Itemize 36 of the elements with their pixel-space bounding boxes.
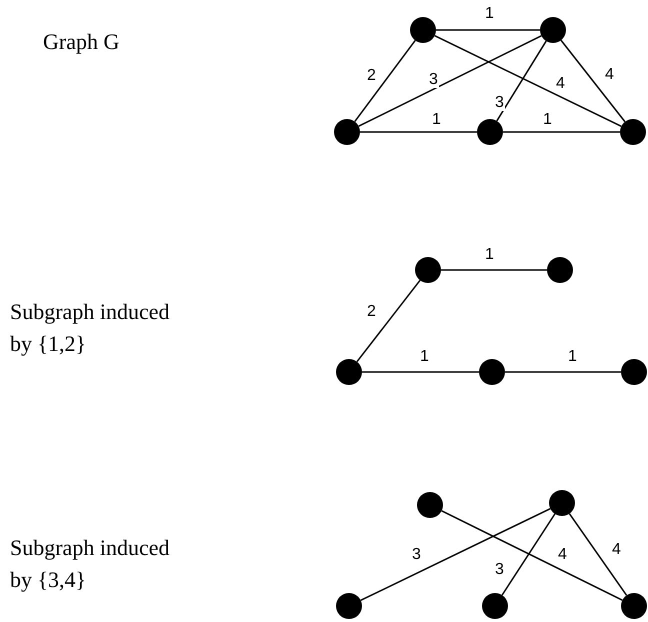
edge-line <box>434 35 622 127</box>
graph-vertex <box>620 119 646 145</box>
edge-line <box>354 40 416 122</box>
edge-line <box>441 510 623 601</box>
edge-line <box>358 35 542 127</box>
edge-line <box>436 29 540 31</box>
edge-line <box>360 131 477 133</box>
edge-line <box>501 513 556 596</box>
edge-line <box>360 508 551 602</box>
graph-vertex <box>336 359 362 385</box>
graph-caption: Subgraph induced by {1,2} <box>10 298 170 358</box>
graph-vertex <box>540 17 566 43</box>
graph-vertex <box>547 257 573 283</box>
graph-vertex <box>479 359 505 385</box>
edge-label: 3 <box>428 72 439 88</box>
graph-vertex <box>549 490 575 516</box>
edge-line <box>568 513 628 596</box>
edge-line <box>503 131 620 133</box>
edge-label: 3 <box>494 95 505 111</box>
edge-line <box>505 371 621 373</box>
graph-vertex <box>336 593 362 619</box>
edge-line <box>560 40 626 122</box>
edge-line <box>441 269 547 271</box>
graph-vertex <box>417 492 443 518</box>
graph-vertex <box>621 593 647 619</box>
graph-vertex <box>410 17 436 43</box>
graph-vertex <box>415 257 441 283</box>
graph-vertex <box>477 119 503 145</box>
graph-vertex <box>621 359 647 385</box>
graph-caption: Subgraph induced by {3,4} <box>10 534 170 594</box>
graph-caption: Graph G <box>43 28 120 56</box>
edge-line <box>362 371 479 373</box>
edge-line <box>496 40 547 122</box>
graph-vertex <box>334 119 360 145</box>
graph-vertex <box>482 593 508 619</box>
edge-line <box>356 280 421 362</box>
